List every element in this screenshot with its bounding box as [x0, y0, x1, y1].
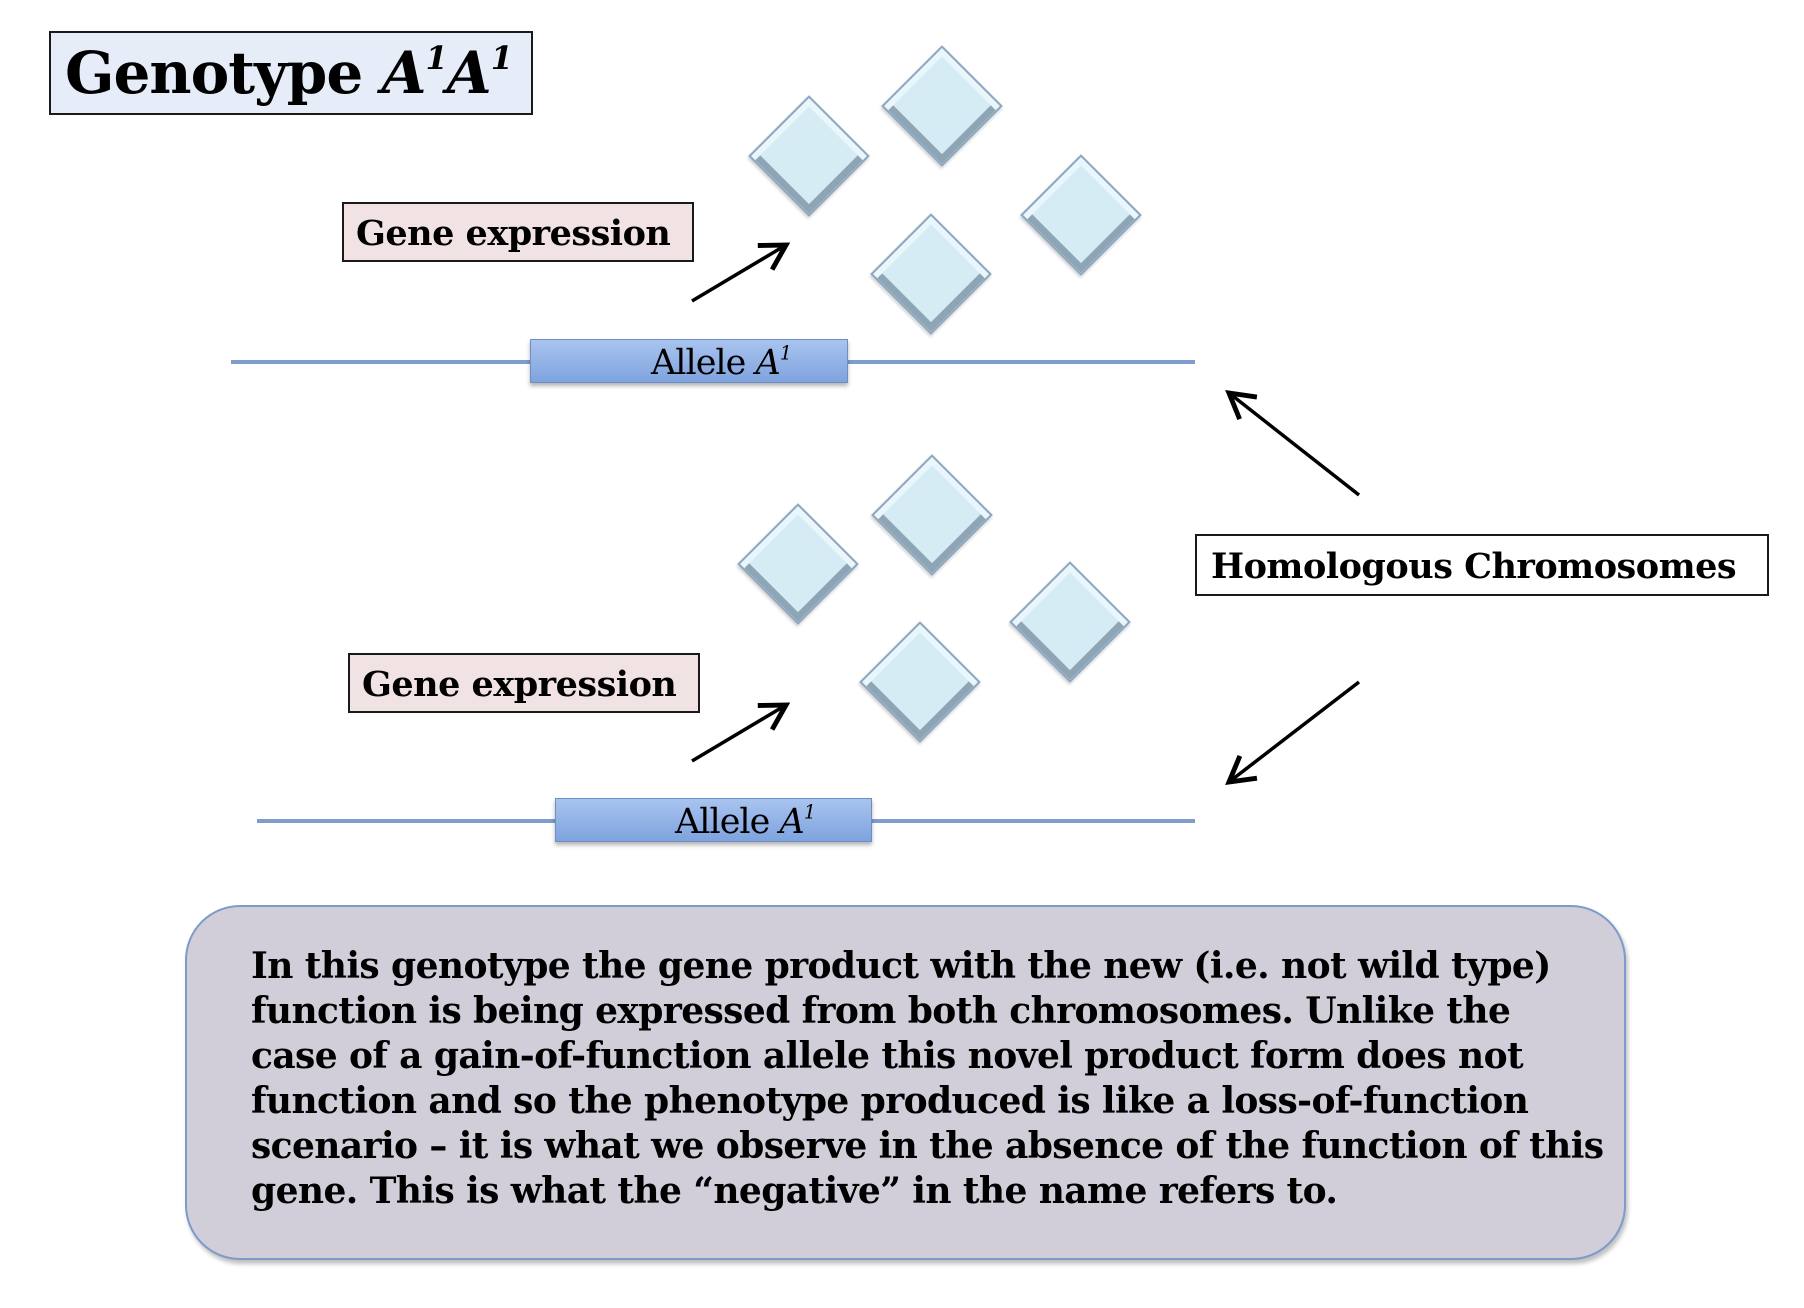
gene-expression-label-2: Gene expression: [348, 653, 700, 713]
title-allele-1-superscript: 1: [425, 39, 447, 78]
homologous-chromosomes-label: Homologous Chromosomes: [1195, 534, 1769, 596]
title-allele-1: A: [381, 39, 426, 107]
expression-arrow-1: [691, 242, 791, 303]
homologous-chromosomes-text: Homologous Chromosomes: [1211, 546, 1737, 587]
explanation-line-4: function and so the phenotype produced i…: [251, 1080, 1529, 1122]
title-allele-2-superscript: 1: [490, 39, 513, 78]
allele-box-2: Allele A1: [555, 798, 872, 842]
homologous-arrow-up: [1225, 389, 1361, 497]
allele-label-1: Allele A1: [531, 343, 847, 383]
allele-symbol-1: A: [755, 343, 780, 383]
gene-expression-text-2: Gene expression: [362, 664, 677, 705]
explanation-line-2: function is being expressed from both ch…: [251, 990, 1511, 1032]
explanation-box: In this genotype the gene product with t…: [185, 905, 1626, 1260]
title-allele-2: A: [446, 39, 492, 107]
explanation-line-6: gene. This is what the “negative” in the…: [251, 1170, 1338, 1212]
allele-superscript-2: 1: [803, 800, 816, 824]
gene-expression-label-1: Gene expression: [342, 202, 694, 262]
allele-symbol-2: A: [779, 802, 804, 842]
explanation-line-3: case of a gain-of-function allele this n…: [251, 1035, 1524, 1077]
gene-product-2-4: [859, 621, 981, 743]
expression-arrow-2: [691, 702, 791, 763]
allele-label-text-1: Allele: [651, 343, 746, 383]
gene-product-1-3: [1020, 154, 1142, 276]
allele-box-1: Allele A1: [530, 339, 848, 383]
explanation-line-5: scenario – it is what we observe in the …: [251, 1125, 1604, 1167]
gene-expression-text-1: Gene expression: [356, 213, 671, 254]
gene-product-2-3: [1009, 561, 1131, 683]
gene-product-2-1: [737, 503, 859, 625]
gene-product-1-2: [881, 45, 1003, 167]
allele-label-text-2: Allele: [675, 802, 770, 842]
homologous-arrow-down: [1225, 680, 1361, 786]
gene-product-1-1: [748, 95, 870, 217]
title-prefix: Genotype: [65, 39, 363, 107]
allele-label-2: Allele A1: [556, 802, 871, 842]
genotype-title-box: Genotype A1A1: [49, 31, 533, 115]
gene-product-1-4: [870, 213, 992, 335]
allele-superscript-1: 1: [779, 341, 792, 365]
genotype-title: Genotype A1A1: [65, 39, 513, 107]
explanation-line-1: In this genotype the gene product with t…: [251, 945, 1551, 987]
gene-product-2-2: [871, 454, 993, 576]
